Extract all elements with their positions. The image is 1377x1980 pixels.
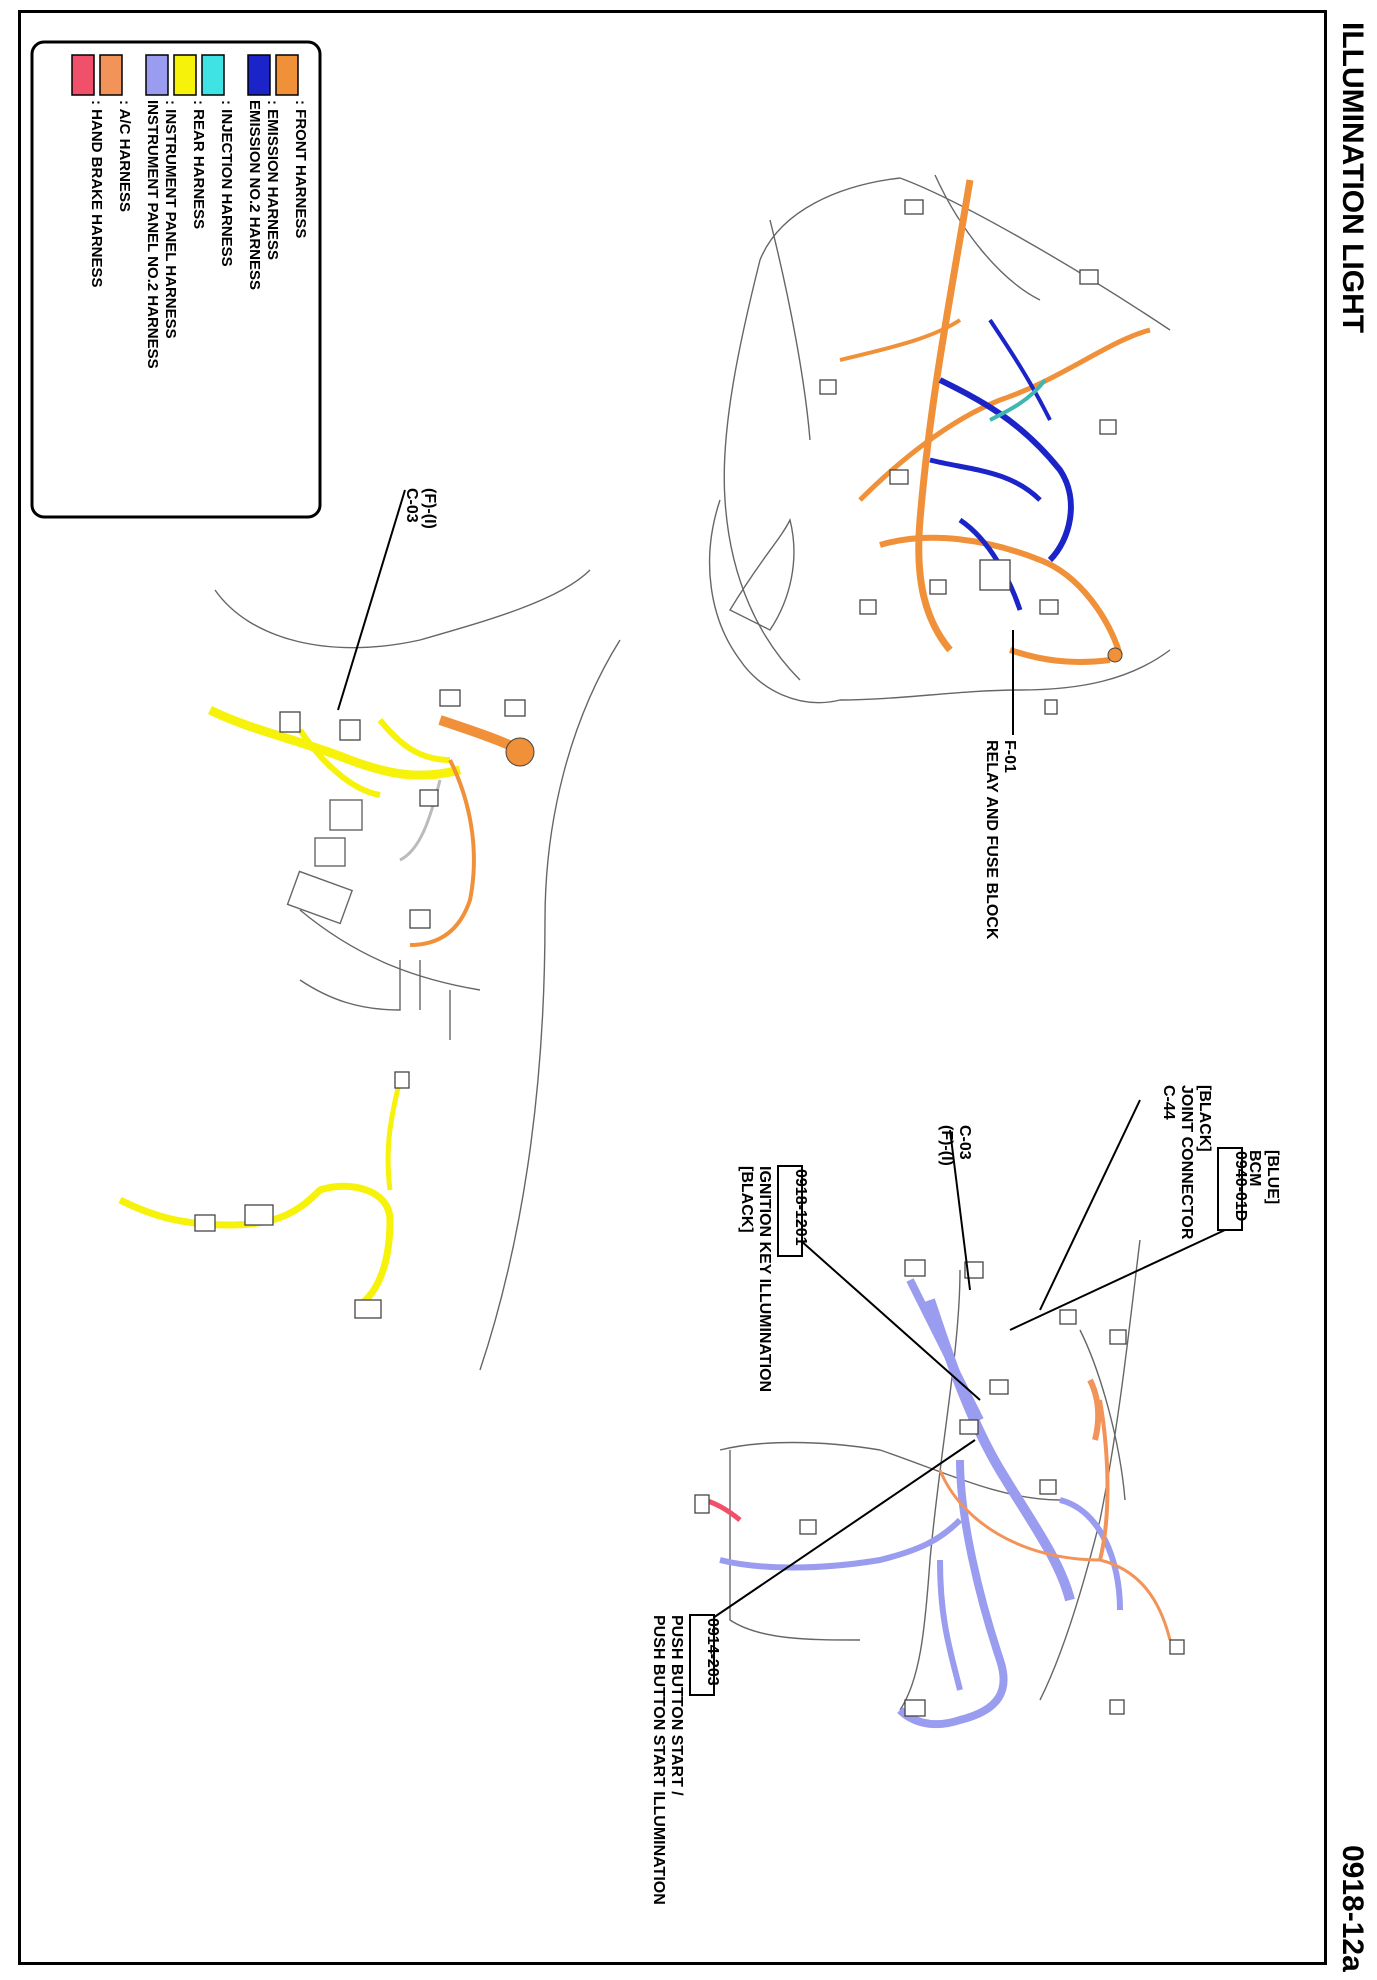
legend-label: : FRONT HARNESS (292, 100, 309, 238)
callout-c44-color: [BLACK] (1196, 1085, 1213, 1152)
callout-c03-floor-line1: (F)-(I) (421, 488, 438, 529)
callout-c44-code: C-44 (1160, 1085, 1177, 1120)
callout-push-ref: 0914-203 (704, 1618, 721, 1686)
legend-swatch (173, 54, 197, 96)
legend-frame (30, 40, 322, 519)
callout-bcm-color: [BLUE] (1264, 1150, 1281, 1204)
engine-compartment-drawing (708, 174, 1171, 715)
callout-f01-name: RELAY AND FUSE BLOCK (983, 740, 1000, 940)
page-code: 0918-12a (1336, 1845, 1369, 1972)
callout-push-line2: PUSH BUTTON START ILLUMINATION (650, 1615, 667, 1905)
callout-c03-floor-line2: C-03 (403, 488, 420, 523)
legend-label: : HAND BRAKE HARNESS (88, 100, 105, 288)
page-border (18, 10, 1327, 1965)
legend-swatch (201, 54, 225, 96)
legend-swatch (275, 54, 299, 96)
floor-harness-drawing (118, 569, 621, 1371)
callout-ignition-color: [BLACK] (738, 1166, 755, 1233)
callout-c44-name: JOINT CONNECTOR (1178, 1085, 1195, 1240)
callout-push-ref-box (689, 1614, 715, 1696)
callout-f01-code: F-01 (1001, 740, 1018, 773)
callout-c03-dash-line2: (F)-(I) (938, 1125, 955, 1166)
callout-push-line1: PUSH BUTTON START / (668, 1615, 685, 1796)
legend-swatch (71, 54, 95, 96)
legend-label: : INSTRUMENT PANEL HARNESS (162, 100, 179, 339)
legend-swatch (145, 54, 169, 96)
callout-ignition-ref: 0918-1201 (792, 1169, 809, 1246)
instrument-panel-drawing (694, 1239, 1185, 1729)
legend-swatch (99, 54, 123, 96)
legend-swatch (247, 54, 271, 96)
callout-c03-dash-line1: C-03 (956, 1125, 973, 1160)
legend-label: INSTRUMENT PANEL NO.2 HARNESS (144, 100, 161, 369)
legend-label: : EMISSION HARNESS (264, 100, 281, 260)
legend-label: : A/C HARNESS (116, 100, 133, 212)
callout-ignition-ref-box (777, 1165, 803, 1257)
harness-legend: : FRONT HARNESS : EMISSION HARNESS EMISSI… (30, 40, 322, 519)
callout-bcm-ref: 0940-01D (1232, 1151, 1249, 1221)
callout-bcm-ref-box (1217, 1147, 1243, 1231)
legend-label: : REAR HARNESS (190, 100, 207, 229)
legend-label: EMISSION NO.2 HARNESS (246, 100, 263, 290)
legend-label: : INJECTION HARNESS (218, 100, 235, 267)
page-title: ILLUMINATION LIGHT (1336, 22, 1369, 333)
callout-ignition-name: IGNITION KEY ILLUMINATION (756, 1166, 773, 1392)
callout-bcm-name: BCM (1246, 1150, 1263, 1186)
